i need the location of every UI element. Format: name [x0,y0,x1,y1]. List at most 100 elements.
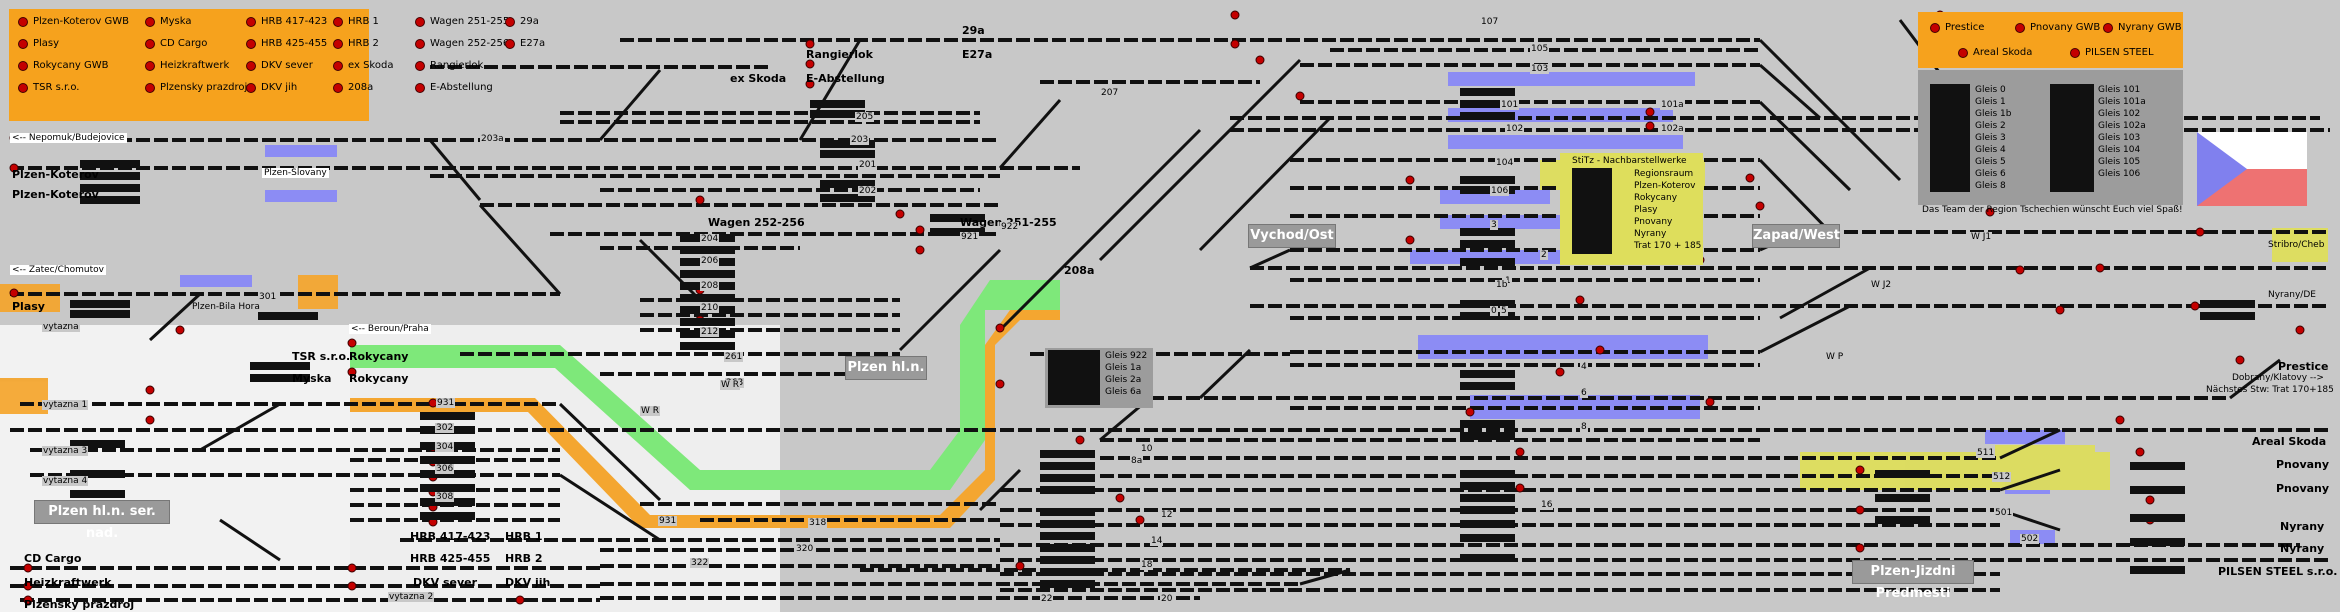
track-label-t201[interactable]: 201 [858,160,878,170]
track-label-t301[interactable]: 301 [258,292,278,302]
track-label-t502[interactable]: 502 [2020,534,2040,544]
track-label-t302[interactable]: 302 [435,423,455,433]
track-label-t501[interactable]: 501 [1994,508,2014,518]
track-label-t105[interactable]: 105 [1530,44,1550,54]
stitz-panel-item[interactable]: Regionsraum [1634,169,1694,179]
panel-button-10[interactable]: Wagen 252-256 [415,38,509,49]
track-list-item[interactable]: Gleis 5 [1975,157,2006,167]
track-label-tWJ2[interactable]: W J2 [1870,280,1893,290]
panel-button-18[interactable]: Plzensky prazdroj [145,82,247,93]
track-list-item[interactable]: Gleis 103 [2098,133,2141,143]
panel-button-15[interactable]: ex Skoda [333,60,393,71]
track-label-t212[interactable]: 212 [700,327,720,337]
track-list-item[interactable]: Gleis 1b [1975,109,2012,119]
track-label-t8a[interactable]: 8a [1130,456,1144,466]
track-label-t320[interactable]: 320 [795,544,815,554]
track-list-item[interactable]: Gleis 105 [2098,157,2141,167]
track-label-tWP[interactable]: W P [1825,352,1845,362]
panel-button-17[interactable]: TSR s.r.o. [18,82,79,93]
track-label-vytazna3[interactable]: vytazna 3 [42,446,89,456]
panel-button-0[interactable]: Plzen-Koterov GWB [18,16,129,27]
track-label-t102a[interactable]: 102a [1660,124,1685,134]
track-label-t104[interactable]: 104 [1495,158,1515,168]
track-list-item[interactable]: Gleis 101 [2098,85,2141,95]
gleis-panel-item[interactable]: Gleis 2a [1105,375,1142,385]
track-label-t10[interactable]: 10 [1140,444,1154,454]
track-label-t203a[interactable]: 203a [480,134,505,144]
panel-button-19[interactable]: DKV jih [246,82,297,93]
track-label-vytazna2[interactable]: vytazna 2 [388,592,435,602]
track-label-t102[interactable]: 102 [1505,124,1525,134]
stitz-panel-item[interactable]: Nyrany [1634,229,1667,239]
panel-button-7[interactable]: CD Cargo [145,38,207,49]
panel-button-3[interactable]: HRB 1 [333,16,379,27]
track-label-vytazna4[interactable]: vytazna 4 [42,476,89,486]
track-label-t203[interactable]: 203 [850,135,870,145]
track-label-t207[interactable]: 207 [1100,88,1120,98]
track-label-t14[interactable]: 14 [1150,536,1164,546]
track-label-tWR[interactable]: W R [720,380,741,390]
track-label-t261[interactable]: 261 [724,352,744,362]
panel-button-16[interactable]: Rangierlok [415,60,483,71]
panel-button-8[interactable]: HRB 425-455 [246,38,327,49]
track-label-t921[interactable]: 921 [960,232,980,242]
stitz-panel-item[interactable]: Plasy [1634,205,1658,215]
track-label-t205[interactable]: 205 [855,112,875,122]
track-list-item[interactable]: Gleis 6 [1975,169,2006,179]
stitz-panel-item[interactable]: Pnovany [1634,217,1673,227]
stitz-panel-item[interactable]: Rokycany [1634,193,1678,203]
panel-button-1[interactable]: Myska [145,16,192,27]
track-label-t512[interactable]: 512 [1992,472,2012,482]
track-list-item[interactable]: Gleis 2 [1975,121,2006,131]
panel-button-20[interactable]: 208a [333,82,373,93]
panel-button-5[interactable]: 29a [505,16,539,27]
track-list-item[interactable]: Gleis 0 [1975,85,2006,95]
panel-button-11[interactable]: E27a [505,38,545,49]
track-label-t6[interactable]: 6 [1580,388,1588,398]
track-label-t511[interactable]: 511 [1976,448,1996,458]
track-label-t210[interactable]: 210 [700,303,720,313]
panel-button-6[interactable]: Plasy [18,38,59,49]
gleis-panel-item[interactable]: Gleis 6a [1105,387,1142,397]
track-list-item[interactable]: Gleis 1 [1975,97,2006,107]
track-label-t922[interactable]: 922 [1000,222,1020,232]
track-label-vytazna1[interactable]: vytazna 1 [42,400,89,410]
track-list-item[interactable]: Gleis 3 [1975,133,2006,143]
panel-button-14[interactable]: DKV sever [246,60,313,71]
gleis-panel-item[interactable]: Gleis 922 [1105,351,1148,361]
stitz-panel-item[interactable]: Plzen-Koterov [1634,181,1696,191]
panel-button-right-0[interactable]: Prestice [1930,22,1984,33]
track-list-item[interactable]: Gleis 101a [2098,97,2146,107]
track-list-item[interactable]: Gleis 8 [1975,181,2006,191]
track-label-t0[interactable]: 0 [1490,306,1498,316]
track-label-t5[interactable]: 5 [1500,306,1508,316]
track-label-t306[interactable]: 306 [435,464,455,474]
track-list-item[interactable]: Gleis 106 [2098,169,2141,179]
panel-button-right-1[interactable]: Pnovany GWB [2015,22,2100,33]
track-label-t308[interactable]: 308 [435,492,455,502]
track-label-t931[interactable]: 931 [436,398,456,408]
track-label-t18[interactable]: 18 [1140,560,1154,570]
panel-button-21[interactable]: E-Abstellung [415,82,493,93]
track-label-t204[interactable]: 204 [700,234,720,244]
track-label-t202[interactable]: 202 [858,186,878,196]
track-label-t4[interactable]: 4 [1580,362,1588,372]
track-label-t106[interactable]: 106 [1490,186,1510,196]
track-label-t322[interactable]: 322 [690,558,710,568]
panel-button-2[interactable]: HRB 417-423 [246,16,327,27]
track-label-t103[interactable]: 103 [1530,64,1550,74]
track-label-t8[interactable]: 8 [1580,422,1588,432]
track-list-item[interactable]: Gleis 102 [2098,109,2141,119]
track-label-t16[interactable]: 16 [1540,500,1554,510]
track-label-t208[interactable]: 208 [700,281,720,291]
track-label-t931b[interactable]: 931 [658,516,678,526]
panel-button-13[interactable]: Heizkraftwerk [145,60,229,71]
track-label-t206[interactable]: 206 [700,256,720,266]
track-list-item[interactable]: Gleis 102a [2098,121,2146,131]
track-label-t22[interactable]: 22 [1040,594,1054,604]
track-label-t101[interactable]: 101 [1500,100,1520,110]
panel-button-12[interactable]: Rokycany GWB [18,60,109,71]
panel-button-right-3[interactable]: Areal Skoda [1958,47,2032,58]
track-list-item[interactable]: Gleis 4 [1975,145,2006,155]
track-list-item[interactable]: Gleis 104 [2098,145,2141,155]
